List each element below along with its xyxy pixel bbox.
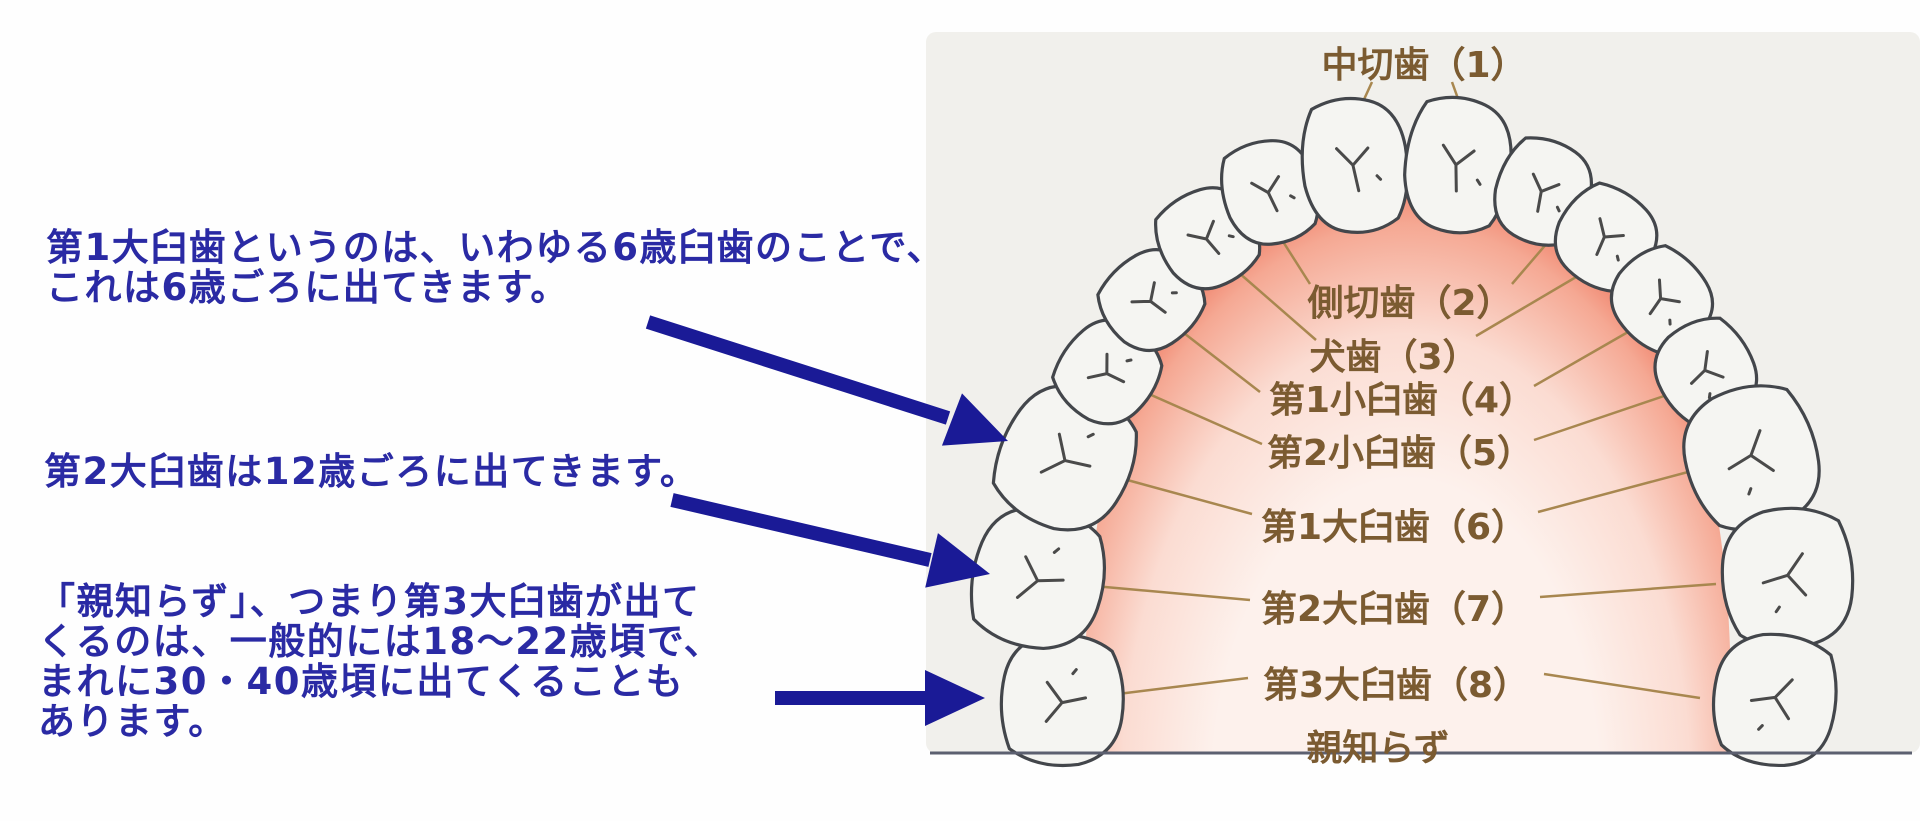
- arrow-to-second-molar: [670, 493, 990, 588]
- leader-line: [1237, 271, 1317, 341]
- tooth: [1296, 93, 1414, 238]
- annotation-arrows: [645, 315, 1008, 726]
- annotation-second-molar: 第2大臼歯は12歳ごろに出てきます。: [44, 452, 698, 492]
- tooth: [1210, 129, 1330, 256]
- leader-line: [1139, 388, 1263, 446]
- leader-line: [1539, 582, 1717, 599]
- tooth: [999, 633, 1126, 768]
- label-second-premolar: 第2小臼歯（5）: [1266, 433, 1534, 474]
- label-first-premolar: 第1小臼歯（4）: [1268, 380, 1536, 421]
- annotation-wisdom-tooth: 「親知らず」、つまり第3大臼歯が出て くるのは、一般的には18～22歳頃で、 ま…: [38, 582, 722, 742]
- annotation-line: くるのは、一般的には18～22歳頃で、: [38, 620, 723, 663]
- annotation-line: あります。: [38, 700, 227, 743]
- annotation-line: 第2大臼歯は12歳ごろに出てきます。: [44, 450, 699, 493]
- arrow-to-third-molar: [775, 670, 985, 726]
- tooth: [1665, 368, 1839, 548]
- tooth: [1713, 500, 1862, 656]
- leader-line: [1475, 268, 1589, 338]
- leader-line: [1533, 394, 1665, 442]
- teeth: [964, 93, 1862, 768]
- leader-line: [1179, 329, 1261, 393]
- label-first-molar: 第1大臼歯（6）: [1260, 507, 1528, 548]
- arrow-to-first-molar: [645, 315, 1008, 446]
- leader-line: [1537, 470, 1689, 514]
- tooth: [1711, 632, 1838, 767]
- label-central-incisor: 中切歯（1）: [1321, 45, 1527, 86]
- annotation-line: まれに30・40歳頃に出てくることも: [38, 660, 685, 703]
- annotation-line: 第1大臼歯というのは、いわゆる6歳臼歯のことで、: [46, 226, 945, 269]
- leader-line: [1543, 672, 1701, 700]
- annotation-line: 「親知らず」、つまり第3大臼歯が出て: [38, 580, 701, 623]
- leader-line: [1280, 239, 1312, 285]
- label-wisdom-tooth: 親知らず: [1306, 728, 1450, 769]
- label-lateral-incisor: 側切歯（2）: [1307, 283, 1513, 324]
- tooth: [964, 500, 1113, 656]
- leader-line: [1093, 584, 1251, 602]
- label-second-molar: 第2大臼歯（7）: [1260, 589, 1528, 630]
- leader-line: [1511, 241, 1549, 285]
- label-canine: 犬歯（3）: [1309, 337, 1479, 378]
- tooth: [1399, 93, 1517, 238]
- leader-line: [1119, 476, 1253, 516]
- leader-line: [1533, 330, 1629, 388]
- annotation-line: これは6歳ごろに出てきます。: [46, 266, 569, 309]
- gum-palate: [1084, 162, 1731, 753]
- label-third-molar: 第3大臼歯（8）: [1262, 665, 1530, 706]
- annotation-first-molar: 第1大臼歯というのは、いわゆる6歳臼歯のことで、 これは6歳ごろに出てきます。: [46, 228, 945, 308]
- leader-line: [1117, 676, 1249, 696]
